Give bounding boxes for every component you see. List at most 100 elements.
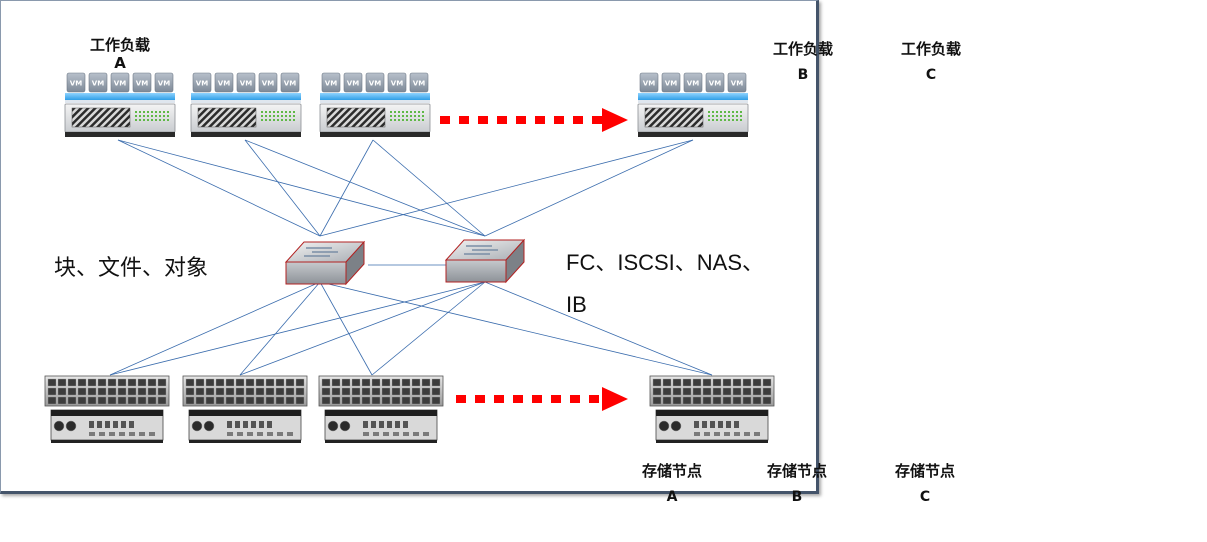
- drive-bay: [722, 387, 732, 396]
- drive-bay: [391, 396, 401, 405]
- server-led: [708, 111, 710, 113]
- server-led: [716, 119, 718, 121]
- drive-bay: [361, 378, 371, 387]
- vm-tile-label: VM: [114, 80, 126, 88]
- server-base: [65, 132, 175, 137]
- drive-bay: [421, 387, 431, 396]
- vm-tile: [365, 72, 385, 93]
- drive-bay: [752, 396, 762, 405]
- compute-scale-arrow-dash: [535, 116, 545, 124]
- server-led: [402, 119, 404, 121]
- drive-bay: [331, 396, 341, 405]
- server-led: [261, 115, 263, 117]
- drive-bay: [137, 378, 147, 387]
- compute-scale-arrow: [440, 108, 628, 132]
- server-led: [390, 111, 392, 113]
- drive-bay: [285, 387, 295, 396]
- vm-tile-label: VM: [70, 80, 82, 88]
- drive-bay: [77, 396, 87, 405]
- workload-label-a: 工作负载 A: [80, 36, 160, 72]
- controller-port: [267, 421, 272, 428]
- controller-top: [656, 410, 768, 416]
- storage-1: [44, 375, 170, 443]
- controller-fan: [53, 420, 65, 432]
- server-led: [155, 119, 157, 121]
- drive-bay: [107, 378, 117, 387]
- drive-bay: [295, 378, 305, 387]
- controller-fan: [65, 420, 77, 432]
- server-led: [708, 119, 710, 121]
- controller-slot: [423, 432, 429, 436]
- drive-bay: [702, 378, 712, 387]
- drive-bay: [321, 396, 331, 405]
- controller-base: [325, 440, 437, 443]
- drive-bay: [762, 387, 772, 396]
- server-led: [269, 111, 271, 113]
- vm-tile-label: VM: [643, 80, 655, 88]
- drive-bay: [67, 387, 77, 396]
- controller-slot: [373, 432, 379, 436]
- controller-port: [702, 421, 707, 428]
- drive-bay: [295, 387, 305, 396]
- drive-bay: [341, 378, 351, 387]
- drive-bay: [752, 387, 762, 396]
- controller-port: [235, 421, 240, 428]
- server-led: [155, 115, 157, 117]
- server-led: [720, 115, 722, 117]
- drive-bay: [371, 396, 381, 405]
- storage-node-a-letter: A: [666, 489, 678, 505]
- drive-bay: [265, 396, 275, 405]
- drive-bay: [57, 378, 67, 387]
- server-base: [320, 132, 430, 137]
- drive-bay: [692, 396, 702, 405]
- server-led: [724, 115, 726, 117]
- server-led: [410, 119, 412, 121]
- drive-bay: [742, 396, 752, 405]
- vm-tile-label: VM: [262, 80, 274, 88]
- controller-fan: [670, 420, 682, 432]
- drive-bay: [215, 387, 225, 396]
- controller-port: [129, 421, 134, 428]
- drive-bay: [652, 396, 662, 405]
- server-led: [422, 119, 424, 121]
- drive-bay: [351, 396, 361, 405]
- controller-slot: [393, 432, 399, 436]
- drive-bay: [285, 396, 295, 405]
- server-led: [277, 111, 279, 113]
- controller-port: [403, 421, 408, 428]
- drive-bay: [672, 387, 682, 396]
- server-led: [273, 119, 275, 121]
- controller-slot: [277, 432, 283, 436]
- drive-bay: [401, 396, 411, 405]
- server-led: [716, 115, 718, 117]
- controller-slot: [724, 432, 730, 436]
- drive-bay: [321, 387, 331, 396]
- controller-fan: [327, 420, 339, 432]
- link-storage-2-switch-1: [371, 281, 486, 376]
- controller-slot: [287, 432, 293, 436]
- drive-bay: [127, 396, 137, 405]
- drive-bay: [321, 378, 331, 387]
- server-led: [159, 111, 161, 113]
- server-led: [167, 119, 169, 121]
- storage-scale-arrow-dash: [570, 395, 580, 403]
- controller-port: [371, 421, 376, 428]
- workload-a-name: 工作负载: [89, 36, 150, 54]
- switch-front: [445, 259, 507, 283]
- vm-tile-label: VM: [665, 80, 677, 88]
- storage-4: [649, 375, 775, 443]
- controller-slot: [139, 432, 145, 436]
- server-led: [724, 111, 726, 113]
- drive-bay: [117, 387, 127, 396]
- controller-base: [51, 440, 163, 443]
- drive-bay: [245, 378, 255, 387]
- controller-slot: [744, 432, 750, 436]
- link-server-1-switch-0: [244, 139, 321, 237]
- drive-bay: [47, 378, 57, 387]
- drive-bay: [185, 378, 195, 387]
- storage-scale-arrow-head: [602, 387, 628, 411]
- storage-scale-arrow-dash: [532, 395, 542, 403]
- controller-port: [121, 421, 126, 428]
- protocols-label: FC、ISCSI、NAS、 IB: [566, 242, 764, 326]
